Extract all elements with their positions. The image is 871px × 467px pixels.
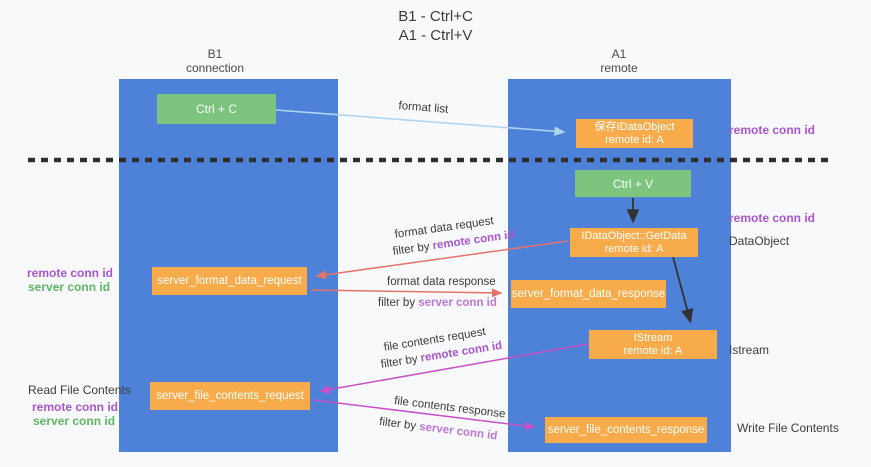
node-server-file-contents-request-label: server_file_contents_request (156, 390, 304, 402)
node-idataobject-getdata-line2: remote id: A (604, 242, 664, 255)
node-server-format-data-response: server_format_data_response (511, 280, 666, 308)
side-label-write-file-contents: Write File Contents (737, 421, 839, 435)
arrow-format-data-response (310, 288, 503, 298)
node-ctrl-c-label: Ctrl + C (195, 102, 237, 116)
side-label-left-server-conn-id-1: server conn id (28, 280, 111, 294)
node-istream-line2: remote id: A (623, 344, 683, 357)
filter-by-text: filter by (378, 297, 419, 309)
node-idataobject-getdata: IDataObject::GetData remote id: A (570, 228, 698, 257)
column-header-a1: A1 remote (600, 47, 638, 75)
edge-label-file-contents-response: file contents response (393, 395, 507, 421)
side-label-left-remote-conn-id-1: remote conn id (27, 266, 114, 280)
column-a1-name: A1 (611, 47, 627, 61)
filter-by-text: filter by (392, 240, 434, 258)
page-title-line1: B1 - Ctrl+C (398, 8, 473, 25)
page-title: B1 - Ctrl+C A1 - Ctrl+V (0, 7, 871, 45)
side-label-remote-conn-id-top: remote conn id (729, 123, 816, 137)
node-server-format-data-request-label: server_format_data_request (157, 275, 302, 287)
column-b1-name: B1 (207, 47, 223, 61)
node-save-idataobject-line1: 保存IDataObject (594, 120, 675, 133)
edge-label-file-contents-response-filter: filter by server conn id (379, 416, 498, 442)
column-b1-role: connection (185, 60, 245, 75)
node-istream-line1: IStream (633, 331, 673, 344)
side-label-dataobject: DataObject (729, 234, 790, 248)
column-a1-role: remote (600, 60, 638, 75)
edge-label-format-data-response: format data response (387, 276, 496, 288)
node-server-file-contents-response: server_file_contents_response (545, 417, 707, 443)
node-server-file-contents-request: server_file_contents_request (150, 382, 310, 410)
server-conn-id-accent: server conn id (418, 297, 497, 309)
node-istream: IStream remote id: A (589, 330, 717, 359)
node-save-idataobject-line2: remote id: A (605, 133, 664, 146)
side-label-remote-conn-id-mid: remote conn id (729, 211, 816, 225)
filter-by-text: filter by (378, 416, 420, 433)
node-ctrl-v: Ctrl + V (575, 170, 691, 197)
server-conn-id-accent: server conn id (418, 420, 499, 443)
node-server-format-data-response-label: server_format_data_response (511, 288, 666, 300)
page-title-line2: A1 - Ctrl+V (398, 27, 473, 44)
node-server-file-contents-response-label: server_file_contents_response (547, 424, 705, 436)
filter-by-text: filter by (380, 352, 422, 371)
node-ctrl-c: Ctrl + C (157, 94, 276, 124)
edge-label-format-data-response-filter: filter by server conn id (378, 297, 497, 309)
side-label-read-file-contents: Read File Contents (28, 383, 131, 397)
node-ctrl-v-label: Ctrl + V (612, 176, 654, 191)
edge-label-format-list: format list (398, 100, 449, 116)
column-header-b1: B1 connection (185, 47, 245, 75)
node-save-idataobject: 保存IDataObject remote id: A (576, 119, 693, 148)
node-server-format-data-request: server_format_data_request (152, 267, 307, 295)
side-label-left-server-conn-id-2: server conn id (33, 414, 116, 428)
side-label-left-remote-conn-id-2: remote conn id (32, 400, 119, 414)
side-label-istream: Istream (729, 343, 770, 357)
node-idataobject-getdata-line1: IDataObject::GetData (581, 229, 687, 242)
